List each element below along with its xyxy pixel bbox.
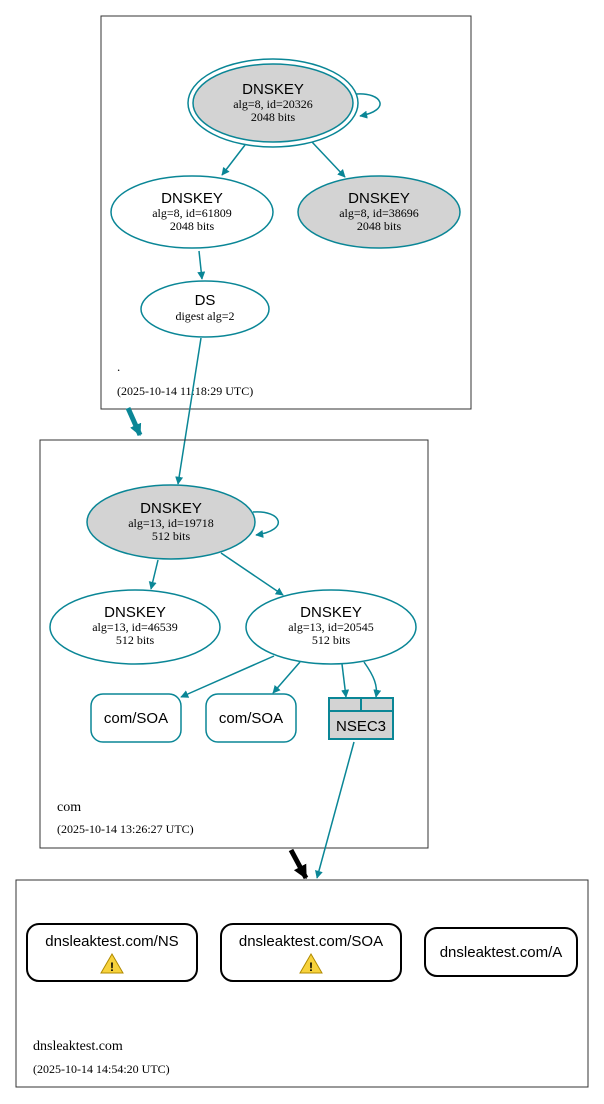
node-label: com/SOA: [219, 710, 283, 727]
warning-mark: !: [110, 960, 114, 974]
node-type-label: DNSKEY: [140, 500, 202, 517]
zone-timestamp: (2025-10-14 14:54:20 UTC): [33, 1062, 170, 1076]
root-dnskey-zsk2-node[interactable]: DNSKEY alg=8, id=38696 2048 bits: [297, 175, 461, 249]
node-label: dnsleaktest.com/SOA: [239, 933, 383, 950]
node-detail-label: 512 bits: [312, 633, 351, 647]
node-detail-label: 2048 bits: [251, 110, 296, 124]
node-detail-label: 2048 bits: [357, 219, 402, 233]
node-detail-label: alg=8, id=61809: [152, 206, 232, 220]
warning-icon: !: [100, 953, 124, 974]
root-ds-node[interactable]: DS digest alg=2: [140, 280, 270, 338]
node-detail-label: alg=13, id=19718: [128, 516, 214, 530]
zone-timestamp: (2025-10-14 13:26:27 UTC): [57, 822, 194, 836]
root-zone: DNSKEY alg=8, id=20326 2048 bits DNSKEY …: [100, 15, 472, 410]
root-dnskey-zsk1-node[interactable]: DNSKEY alg=8, id=61809 2048 bits: [110, 175, 274, 249]
delegation-edge: [288, 848, 309, 880]
node-type-label: DNSKEY: [161, 190, 223, 207]
node-type-label: DNSKEY: [242, 81, 304, 98]
leaf-ns-node[interactable]: dnsleaktest.com/NS !: [26, 923, 198, 982]
node-detail-label: digest alg=2: [175, 309, 234, 323]
com-dnskey-zsk1-node[interactable]: DNSKEY alg=13, id=46539 512 bits: [49, 589, 221, 665]
self-sign-edge: [252, 511, 279, 538]
node-type-label: DNSKEY: [300, 604, 362, 621]
node-detail-label: alg=13, id=20545: [288, 620, 374, 634]
node-label: dnsleaktest.com/A: [440, 944, 563, 961]
edge: [311, 141, 346, 178]
node-type-label: DNSKEY: [104, 604, 166, 621]
node-type-label: DNSKEY: [348, 190, 410, 207]
edge: [175, 337, 202, 485]
edge: [315, 741, 355, 879]
node-detail-label: alg=8, id=20326: [233, 97, 313, 111]
zone-name: .: [117, 359, 120, 374]
com-zone: DNSKEY alg=13, id=19718 512 bits DNSKEY …: [39, 439, 429, 849]
node-detail-label: 2048 bits: [170, 219, 215, 233]
com-dnskey-zsk2-node[interactable]: DNSKEY alg=13, id=20545 512 bits: [245, 589, 417, 665]
edge: [363, 661, 382, 698]
leaf-a-node[interactable]: dnsleaktest.com/A: [424, 927, 578, 977]
root-dnskey-ksk-node[interactable]: DNSKEY alg=8, id=20326 2048 bits: [187, 58, 359, 148]
edge: [341, 663, 350, 698]
node-label: dnsleaktest.com/NS: [45, 933, 178, 950]
zone-name: com: [57, 800, 81, 815]
node-detail-label: alg=13, id=46539: [92, 620, 178, 634]
edge: [197, 250, 206, 280]
leaf-soa-node[interactable]: dnsleaktest.com/SOA !: [220, 923, 402, 982]
com-soa-node-2[interactable]: com/SOA: [205, 693, 297, 743]
node-detail-label: 512 bits: [152, 529, 191, 543]
node-label: NSEC3: [336, 718, 386, 735]
edge: [221, 144, 246, 176]
delegation-edge: [125, 406, 143, 437]
edge: [148, 559, 159, 590]
node-type-label: DS: [195, 292, 216, 309]
warning-mark: !: [309, 960, 313, 974]
edge: [220, 552, 284, 596]
node-detail-label: 512 bits: [116, 633, 155, 647]
com-dnskey-ksk-node[interactable]: DNSKEY alg=13, id=19718 512 bits: [86, 484, 256, 560]
edge: [272, 661, 301, 694]
zone-timestamp: (2025-10-14 11:18:29 UTC): [117, 384, 253, 398]
edge: [180, 655, 275, 698]
leaf-zone: dnsleaktest.com/NS ! dnsleaktest.com/SOA…: [15, 879, 589, 1088]
zone-name: dnsleaktest.com: [33, 1039, 123, 1054]
warning-icon: !: [299, 953, 323, 974]
node-detail-label: alg=8, id=38696: [339, 206, 419, 220]
self-sign-edge: [355, 93, 381, 119]
node-label: com/SOA: [104, 710, 168, 727]
com-nsec3-node[interactable]: NSEC3: [328, 697, 394, 740]
com-soa-node-1[interactable]: com/SOA: [90, 693, 182, 743]
